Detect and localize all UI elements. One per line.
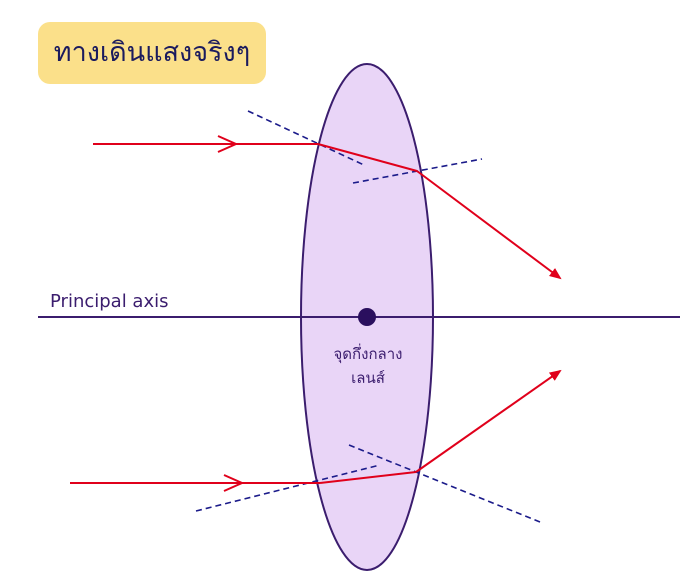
normal-line-bottom-front: [195, 464, 381, 512]
top-ray-inside-lens: [317, 143, 418, 172]
bottom-incident-arrow: [223, 474, 245, 492]
top-incident-arrow: [217, 135, 239, 153]
lens-center-label-line2: เลนส์: [351, 369, 385, 387]
bottom-ray-inside-lens: [319, 471, 417, 484]
bottom-refracted-ray: [415, 369, 562, 473]
principal-axis-label: Principal axis: [50, 291, 169, 312]
normal-line-bottom-back: [348, 444, 541, 523]
diagram-title: ทางเดินแสงจริงๆ: [53, 37, 251, 68]
title-box: ทางเดินแสงจริงๆ: [38, 22, 266, 84]
lens-center-dot: [358, 308, 376, 326]
normal-line-top-front: [247, 110, 365, 166]
lens-center-label-line1: จุดกึ่งกลาง: [333, 345, 403, 363]
lens-center-label: จุดกึ่งกลาง เลนส์: [310, 342, 426, 390]
top-refracted-ray: [416, 170, 562, 280]
